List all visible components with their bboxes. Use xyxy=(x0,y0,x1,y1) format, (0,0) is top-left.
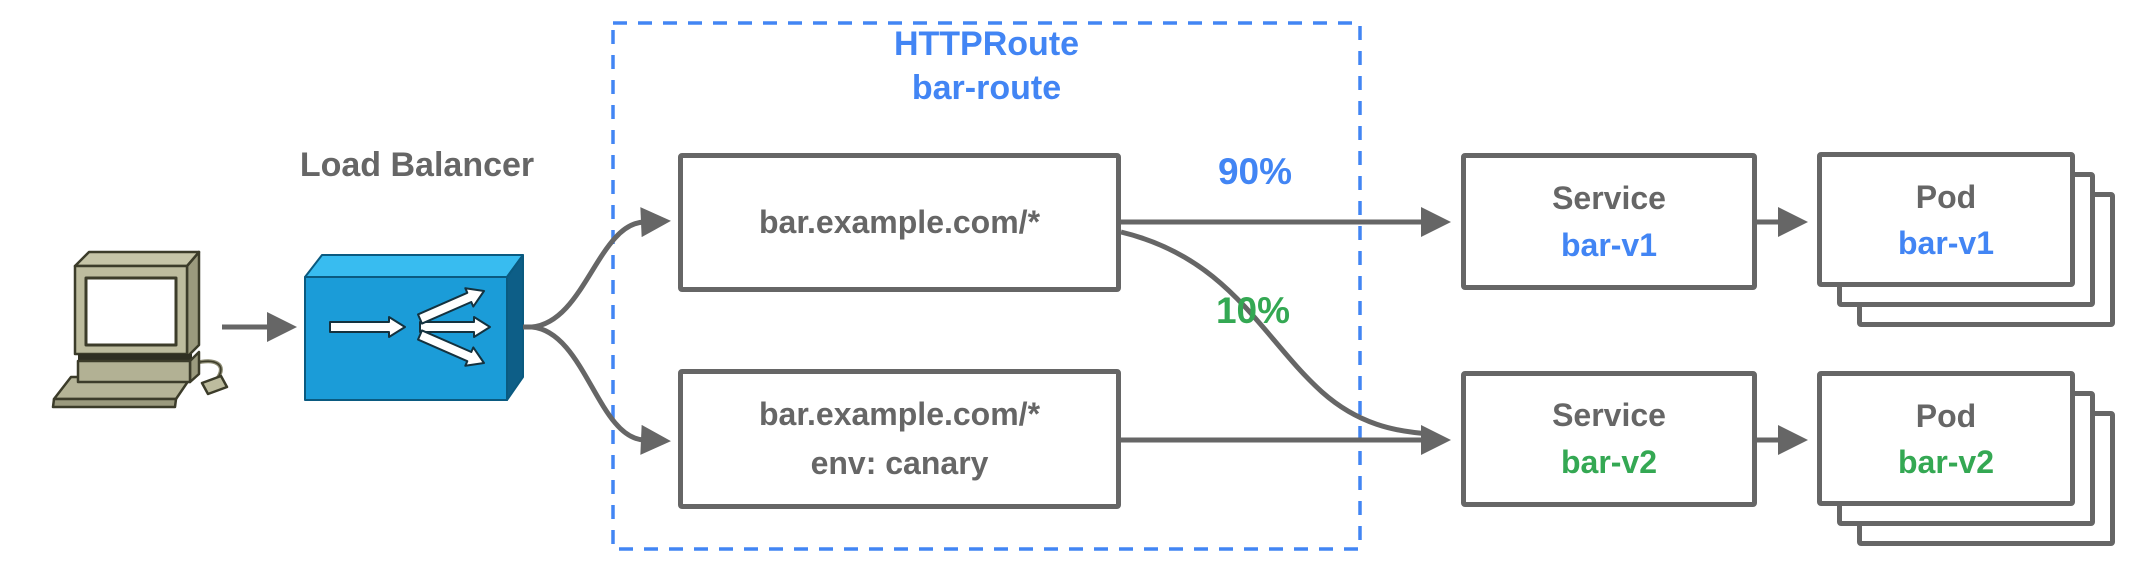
service-bar-v2-box: Service bar-v2 xyxy=(1461,371,1757,507)
httproute-title: HTTPRoute bar-route xyxy=(613,22,1360,110)
httproute-boundary-box xyxy=(611,21,1362,551)
service-kind-label: Service xyxy=(1552,179,1666,216)
pod-kind-label: Pod xyxy=(1915,178,1977,215)
pod-name-label: bar-v2 xyxy=(1897,443,1995,480)
pod-kind-label: Pod xyxy=(1915,397,1977,434)
weight-primary-label: 90% xyxy=(1217,151,1293,192)
load-balancer-icon xyxy=(304,254,524,401)
pod-bar-v1-stack: Pod bar-v1 xyxy=(1817,152,2115,327)
lb-to-rule1-arrow xyxy=(531,207,671,330)
service-bar-v1-box: Service bar-v1 xyxy=(1461,153,1757,290)
weight-canary-label: 10% xyxy=(1215,290,1291,331)
pod-bar-v2-stack: Pod bar-v2 xyxy=(1817,371,2115,546)
route-rule-canary-match: bar.example.com/* xyxy=(758,396,1041,432)
httproute-name-label: bar-route xyxy=(911,69,1062,107)
pod-bar-v2-box: Pod bar-v2 xyxy=(1817,371,2075,506)
lb-to-rule2-arrow xyxy=(531,324,671,455)
load-balancer-label: Load Balancer xyxy=(299,146,535,184)
route-rule-canary-header: env: canary xyxy=(810,445,989,481)
service-name-label: bar-v1 xyxy=(1560,226,1658,263)
httproute-kind-label: HTTPRoute xyxy=(893,25,1080,63)
service-name-label: bar-v2 xyxy=(1560,444,1658,480)
service-kind-label: Service xyxy=(1552,397,1666,433)
pod-bar-v1-box: Pod bar-v1 xyxy=(1817,152,2075,287)
canary-split-curve xyxy=(1120,229,1433,437)
client-computer-icon xyxy=(51,250,229,409)
lb-split-arrows-glyph xyxy=(329,287,491,367)
route-rule-canary-box: bar.example.com/* env: canary xyxy=(678,369,1121,509)
route-rule-primary-match: bar.example.com/* xyxy=(758,204,1041,240)
pod-name-label: bar-v1 xyxy=(1897,224,1995,261)
route-rule-primary-box: bar.example.com/* xyxy=(678,153,1121,292)
